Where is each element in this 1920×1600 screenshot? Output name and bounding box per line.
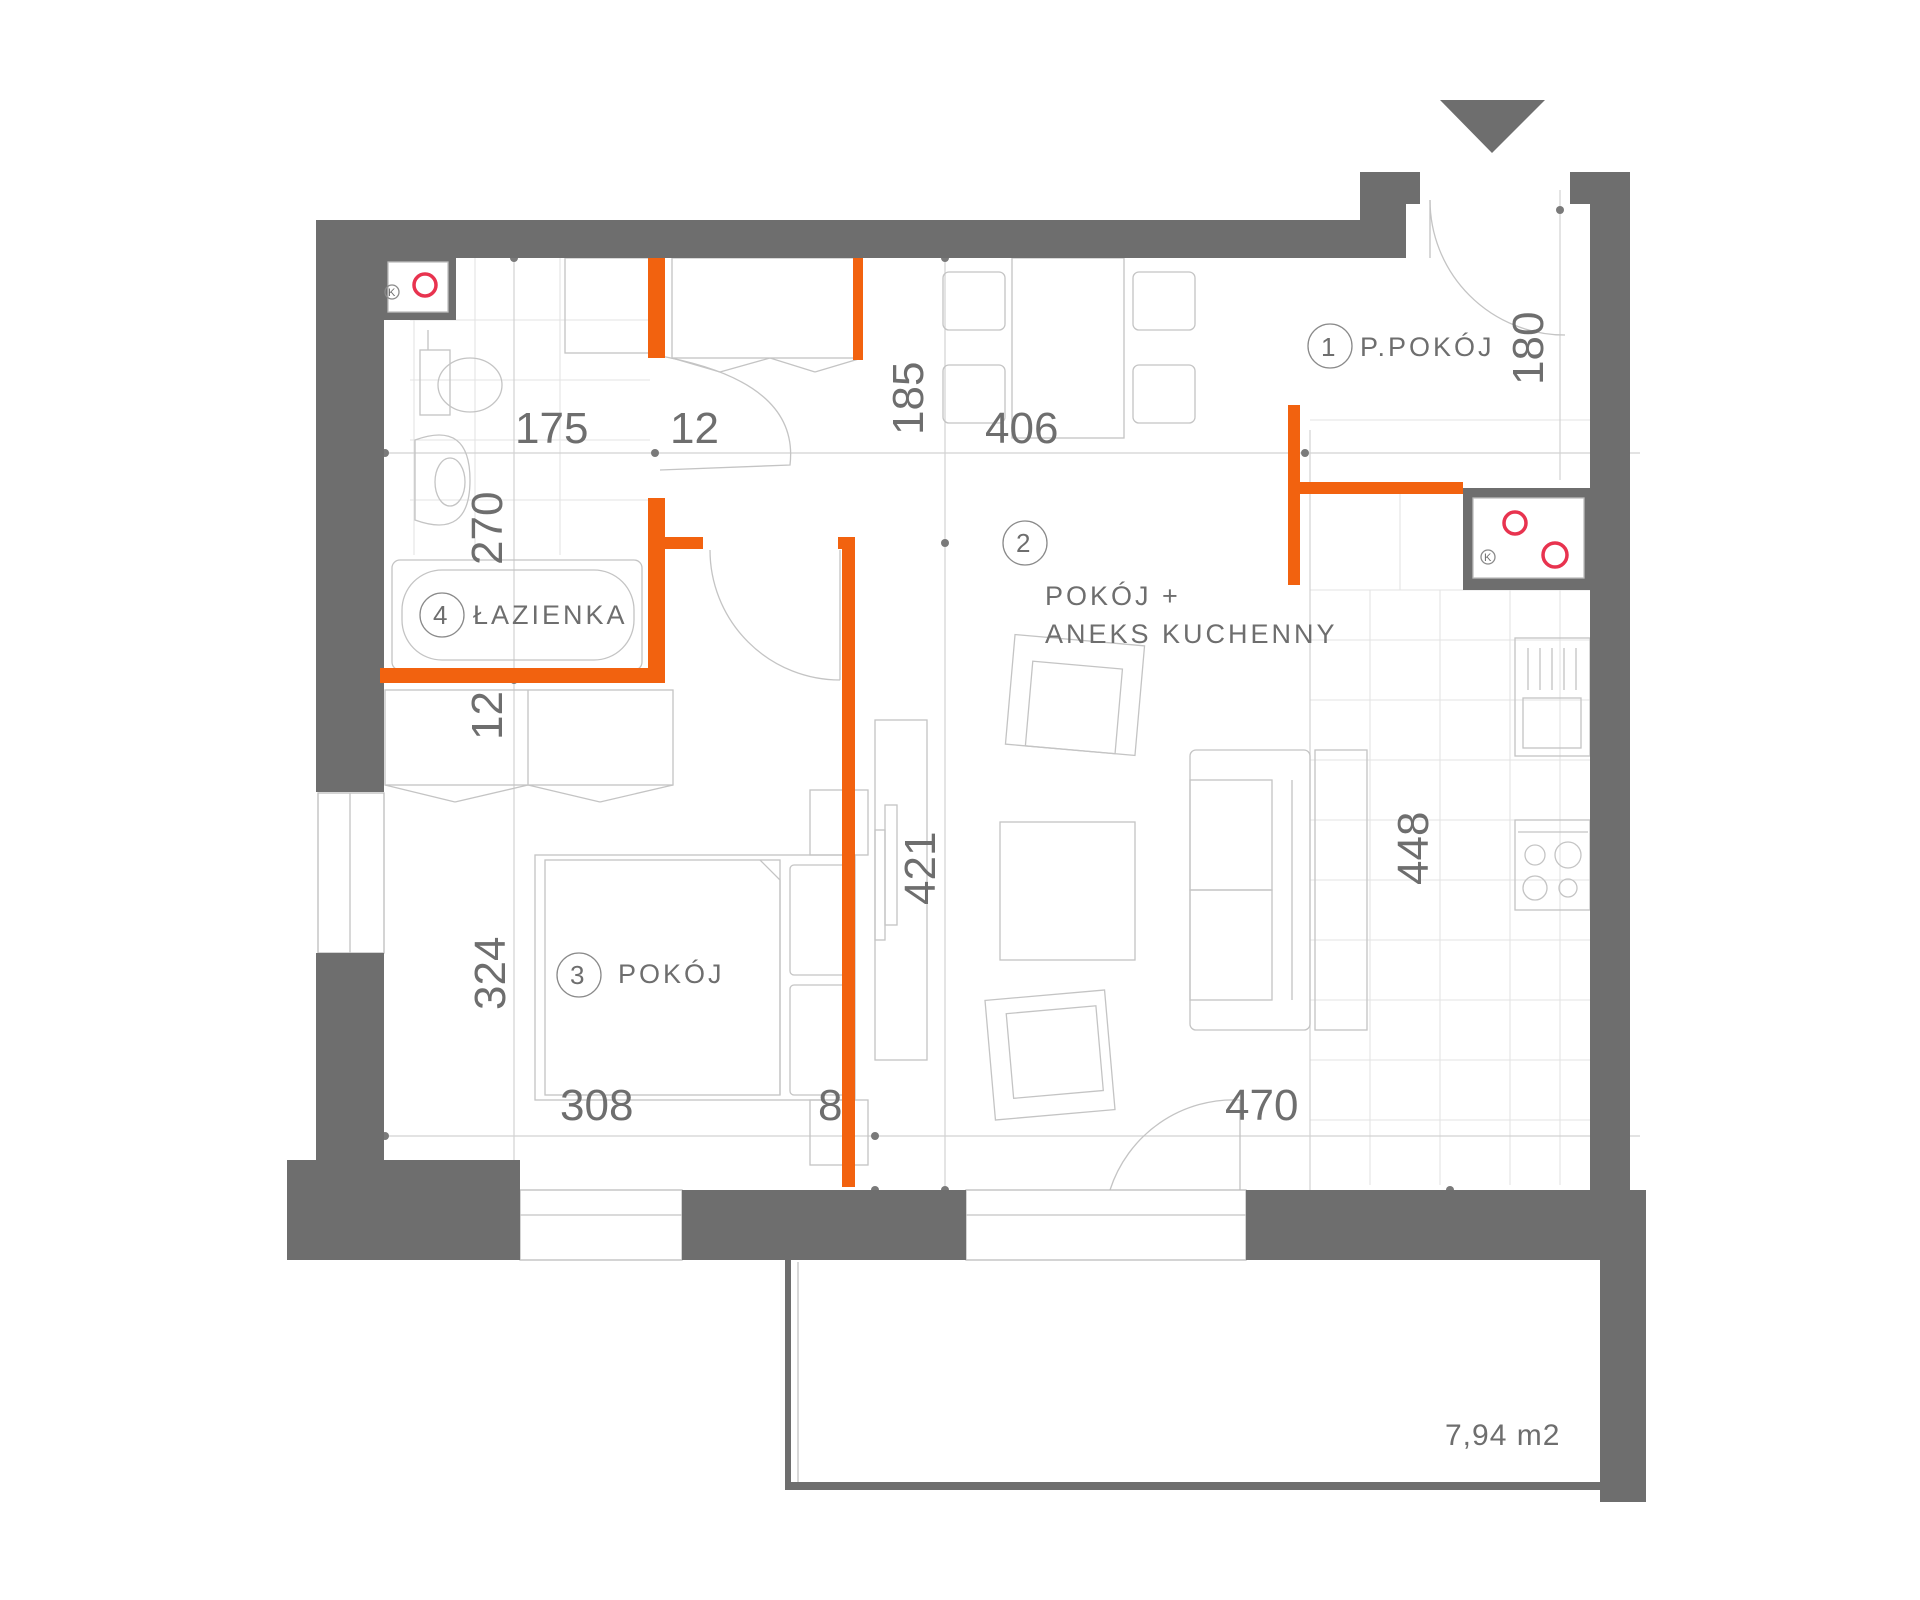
tile-grid (410, 258, 1590, 1185)
dim-448: 448 (1389, 812, 1438, 885)
window-left (317, 792, 385, 954)
dimension-labels: 175 12 406 470 308 8 185 180 270 12 421 … (463, 312, 1553, 1130)
washbasin (414, 434, 471, 526)
wardrobe-bedroom (384, 689, 674, 803)
riser-right-top-icon (1502, 510, 1528, 536)
room-1-label: 1 P.POKÓJ (1307, 323, 1495, 369)
entrance-door-swing (1429, 199, 1566, 336)
balcony-door-swing (1109, 1099, 1241, 1191)
room-3-number: 3 (570, 960, 584, 990)
wardrobe-upper (671, 257, 863, 373)
nightstand-bottom (809, 1099, 869, 1166)
nightstand-top (809, 789, 869, 856)
cabinet (564, 257, 656, 354)
room-labels: 1 P.POKÓJ 2 POKÓJ + ANEKS KUCHENNY 3 POK… (419, 323, 1495, 998)
window-bedroom (519, 1189, 683, 1261)
dim-12-bath: 12 (463, 691, 512, 740)
dim-324: 324 (466, 937, 515, 1010)
riser-left-icon (412, 272, 438, 298)
bedroom-door-swing (709, 549, 841, 681)
dim-470: 470 (1225, 1081, 1298, 1130)
furniture (384, 257, 1612, 1486)
dim-421: 421 (896, 832, 945, 905)
armchair-top (1004, 633, 1146, 757)
partitions (380, 258, 1463, 1187)
room-1-number: 1 (1321, 332, 1335, 362)
room-3-label: 3 POKÓJ (556, 952, 725, 998)
room-4-number-circle (419, 592, 465, 638)
room-2-name-line2: ANEKS KUCHENNY (1045, 619, 1338, 649)
room-4-label: 4 ŁAZIENKA (419, 592, 628, 638)
room-2-label: 2 POKÓJ + ANEKS KUCHENNY (1002, 520, 1338, 649)
dim-8: 8 (818, 1081, 842, 1130)
shaft-label-left: K (388, 287, 396, 299)
kitchen-hob (1514, 819, 1591, 911)
dim-308: 308 (560, 1081, 633, 1130)
walls (287, 172, 1646, 1502)
dimension-lines (381, 190, 1640, 1194)
dining-set (942, 257, 1196, 439)
bathroom-door-swing (654, 354, 792, 471)
coffee-table (999, 821, 1136, 961)
dim-406: 406 (985, 404, 1058, 453)
kitchen-counter (1314, 749, 1368, 1031)
room-2-number-circle (1002, 520, 1048, 566)
room-1-number-circle (1307, 323, 1353, 369)
riser-right-bottom-icon (1541, 541, 1569, 569)
doors (654, 199, 1566, 1191)
dim-175: 175 (515, 404, 588, 453)
tv-unit (874, 719, 928, 1061)
room-1-name: P.POKÓJ (1360, 331, 1495, 362)
room-2-name-line1: POKÓJ + (1045, 580, 1181, 611)
room-2-number: 2 (1016, 528, 1030, 558)
window-balcony-door (965, 1189, 1247, 1261)
room-3-name: POKÓJ (618, 958, 725, 989)
dim-12-hall: 12 (670, 404, 719, 453)
dim-270: 270 (463, 492, 512, 565)
dim-185: 185 (884, 362, 933, 435)
dim-180: 180 (1504, 312, 1553, 385)
kitchen-sink (1514, 637, 1591, 757)
room-4-number: 4 (433, 600, 447, 630)
risers: K K (384, 272, 1569, 569)
shaft-label-right: K (1484, 552, 1492, 564)
room-3-number-circle (556, 952, 602, 998)
armchair-bottom (984, 989, 1116, 1121)
entrance-arrow-icon (1440, 100, 1545, 153)
balcony-area: 7,94 m2 (1445, 1419, 1560, 1452)
sofa (1189, 749, 1311, 1031)
room-4-name: ŁAZIENKA (473, 600, 628, 630)
toilet (419, 330, 503, 416)
